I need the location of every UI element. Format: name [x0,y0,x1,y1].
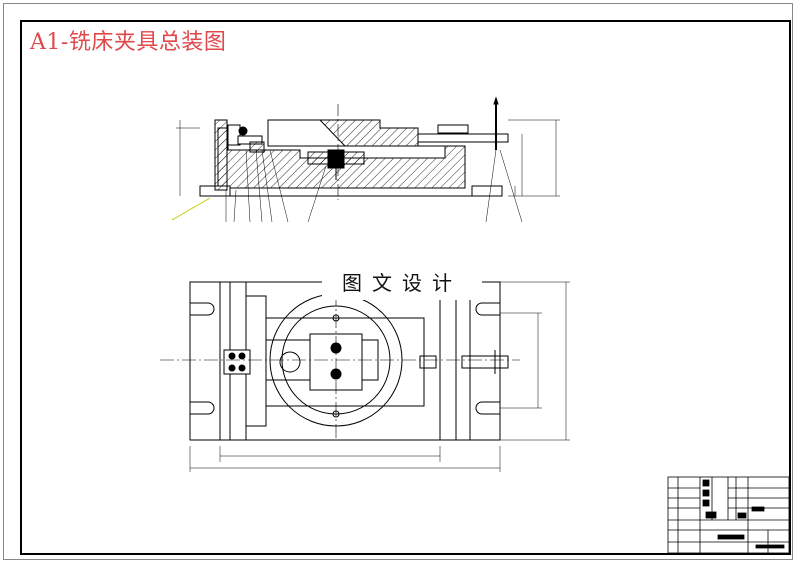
title-block [667,476,790,554]
watermark-text: 图文设计 [322,262,482,300]
top-plan-view [160,270,570,472]
sheet-outer-border [3,3,793,560]
front-section-view [171,96,560,223]
drawing-title: A1-铣床夹具总装图 [30,30,227,55]
drawing-frame [20,20,791,555]
